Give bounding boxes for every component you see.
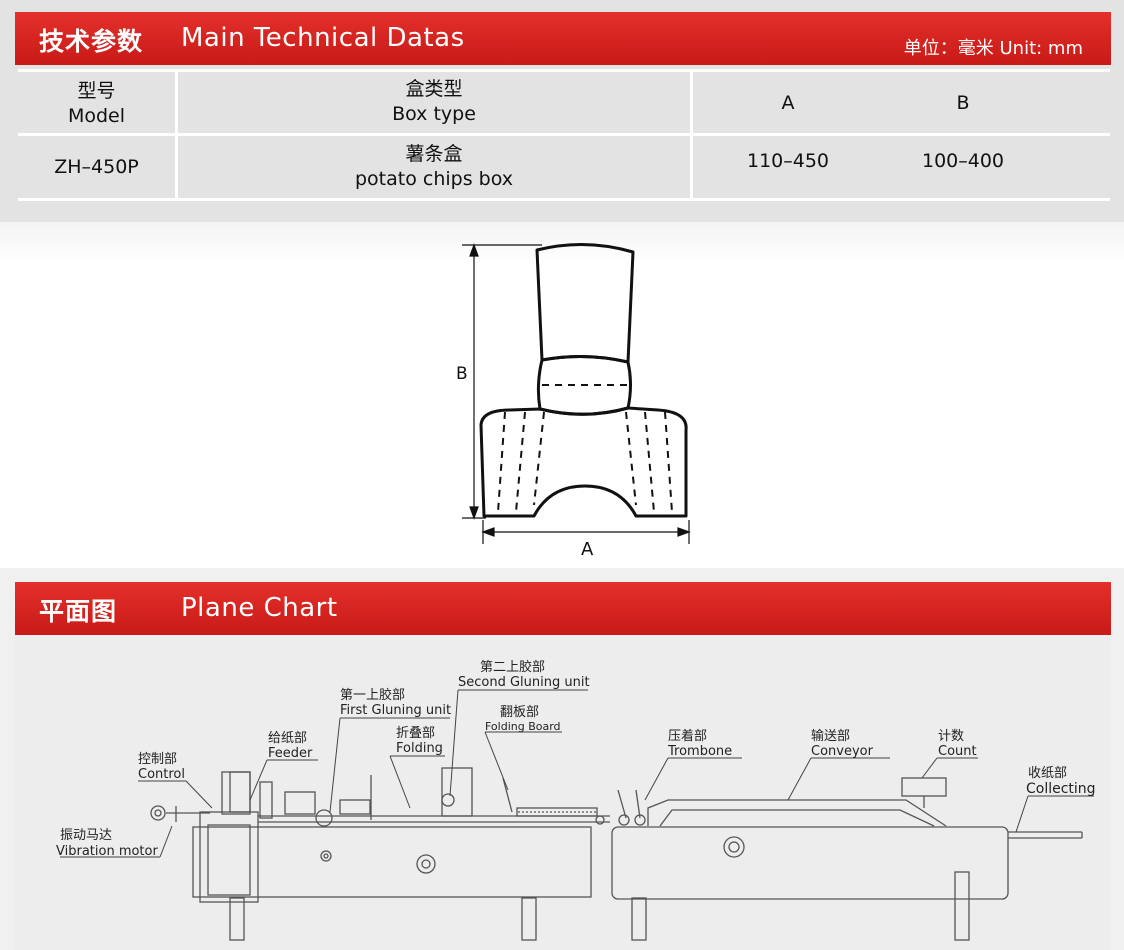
header-model-en: Model xyxy=(67,105,126,127)
machine-leg xyxy=(631,897,647,941)
table-divider xyxy=(175,69,178,201)
box-diagram: B A xyxy=(456,243,691,560)
fold-line xyxy=(625,411,637,506)
dim-a-arrow xyxy=(481,527,495,537)
b-value: 100–400 xyxy=(921,150,1005,172)
label-control-cn: 控制部 xyxy=(138,752,177,767)
label-first-glue-cn: 第一上胶部 xyxy=(340,687,405,703)
label-collecting-en: Collecting xyxy=(1026,781,1096,797)
spec-banner: 技术参数 Main Technical Datas 单位：毫米 Unit: mm xyxy=(15,12,1111,65)
label-trombone-en: Trombone xyxy=(667,744,732,759)
feeder-stack xyxy=(221,771,251,815)
dim-b-arrow xyxy=(469,243,479,257)
table-rule xyxy=(18,133,1110,136)
machine-leg xyxy=(954,871,970,941)
unit-label: 单位：毫米 Unit: mm xyxy=(903,38,1083,59)
dim-b-arrow xyxy=(469,506,479,520)
label-vibration-en: Vibration motor xyxy=(56,844,158,859)
box-type-cn: 薯条盒 xyxy=(405,143,463,165)
header-box-type: 盒类型 Box type xyxy=(178,77,690,127)
label-conveyor-en: Conveyor xyxy=(811,744,874,759)
fold-line xyxy=(533,411,545,506)
fold-line xyxy=(515,411,526,513)
label-collecting-cn: 收纸部 xyxy=(1028,766,1067,781)
label-feeder-en: Feeder xyxy=(268,746,313,761)
spec-title-en: Main Technical Datas xyxy=(181,23,465,53)
wheel xyxy=(320,850,332,862)
box-diagram-section: B A xyxy=(0,222,1124,568)
fold-line xyxy=(644,411,655,513)
label-first-glue-en: First Gluning unit xyxy=(340,703,451,718)
label-second-glue-en: Second Gluning unit xyxy=(458,675,590,690)
control-cabinet xyxy=(199,811,259,903)
label-board-cn: 翻板部 xyxy=(500,705,539,720)
label-folding-cn: 折叠部 xyxy=(396,726,435,741)
header-model-cn: 型号 xyxy=(77,80,116,102)
box-type-en: potato chips box xyxy=(354,168,513,190)
label-conveyor-cn: 输送部 xyxy=(811,728,850,744)
a-value: 110–450 xyxy=(746,150,830,172)
count-unit xyxy=(901,777,947,797)
header-box-cn: 盒类型 xyxy=(405,78,463,100)
label-second-glue-cn: 第二上胶部 xyxy=(480,659,545,675)
header-b: B xyxy=(956,92,970,114)
label-board-en: Folding Board xyxy=(485,720,561,733)
plane-title-en: Plane Chart xyxy=(181,593,338,623)
belt xyxy=(516,807,598,817)
machine-leg xyxy=(521,897,537,941)
label-count-en: Count xyxy=(938,744,977,759)
label-trombone-cn: 压着部 xyxy=(668,728,707,744)
glue-roller xyxy=(315,809,333,827)
table-rule xyxy=(18,69,1110,72)
dim-a-label: A xyxy=(581,539,594,560)
fold-line xyxy=(497,411,506,513)
label-control-en: Control xyxy=(138,767,185,782)
table-divider xyxy=(690,69,693,201)
model-value: ZH–450P xyxy=(54,156,139,178)
dim-b-label: B xyxy=(456,364,468,384)
label-feeder-cn: 给纸部 xyxy=(268,731,307,746)
label-count-cn: 计数 xyxy=(938,729,964,744)
dim-a-arrow xyxy=(677,527,691,537)
box-top-flap xyxy=(535,243,635,364)
second-glue-unit xyxy=(441,767,473,817)
plane-banner: 平面图 Plane Chart xyxy=(15,582,1111,635)
vibration-motor xyxy=(150,805,166,821)
spec-section: 技术参数 Main Technical Datas 单位：毫米 Unit: mm… xyxy=(0,0,1124,222)
header-box-en: Box type xyxy=(392,103,476,125)
label-folding-en: Folding xyxy=(396,741,443,756)
folding-board xyxy=(502,777,513,813)
box-body xyxy=(479,406,688,518)
label-vibration-cn: 振动马达 xyxy=(60,828,112,843)
machine-leg xyxy=(229,897,245,941)
left-base xyxy=(192,826,592,898)
right-base xyxy=(611,826,1009,900)
fold-line xyxy=(664,411,673,513)
wheel xyxy=(723,836,745,858)
machine-plan-drawing: 控制部 Control 振动马达 Vibration motor 给纸部 Fee… xyxy=(56,659,1096,941)
table-rule xyxy=(18,198,1110,201)
header-model: 型号 Model xyxy=(18,79,175,129)
spec-title-cn: 技术参数 xyxy=(39,27,144,56)
wheel xyxy=(416,854,436,874)
control-panel-window xyxy=(207,824,251,896)
plane-title-cn: 平面图 xyxy=(39,597,118,626)
box-type-value: 薯条盒 potato chips box xyxy=(178,142,690,192)
header-a: A xyxy=(781,92,795,114)
conveyor-frame xyxy=(647,799,947,827)
